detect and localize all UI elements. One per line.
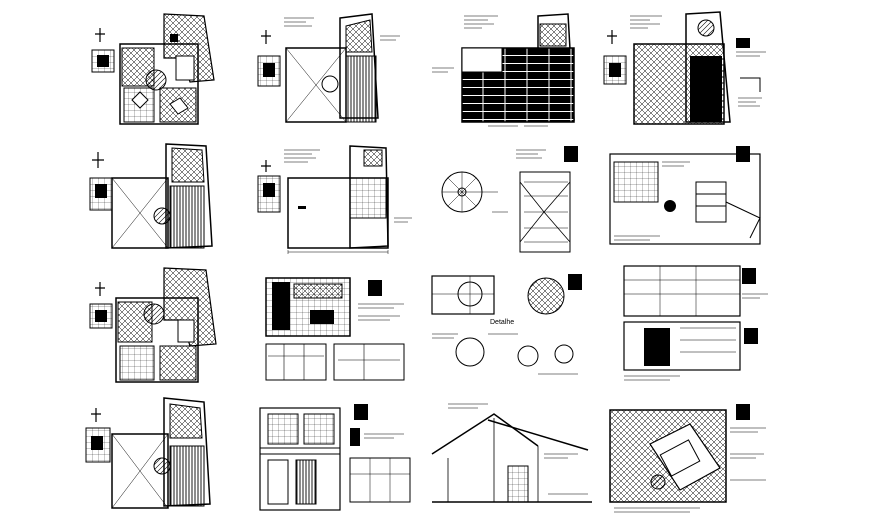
sheet-spiral-stair-detail (428, 142, 588, 256)
sheet-facade-elevations (254, 394, 414, 520)
sheet-floor-plan-dimensions (254, 142, 414, 256)
detail-title-label: Detalhe (490, 319, 514, 326)
sheet-roof-plan-2 (80, 394, 230, 520)
sheet-cabinet-elevation (600, 142, 770, 256)
sheet-floor-plan-furnished-2 (80, 264, 230, 388)
sheet-round-table-detail: Detalhe (428, 264, 598, 388)
sheet-roof-section (428, 394, 598, 520)
sheet-roof-plan-1 (80, 142, 230, 256)
sheet-kitchen-plan-elevations (254, 264, 414, 388)
sheet-floor-plan-deck (428, 8, 578, 128)
sheet-floor-plan-furnished-1 (80, 8, 230, 128)
sheet-floor-plan-hatched-floor (254, 8, 404, 128)
sheet-floor-plan-tiled (600, 8, 770, 128)
sheet-room-plan-tiled (600, 394, 770, 520)
sheet-shelving-elevations (600, 264, 770, 388)
